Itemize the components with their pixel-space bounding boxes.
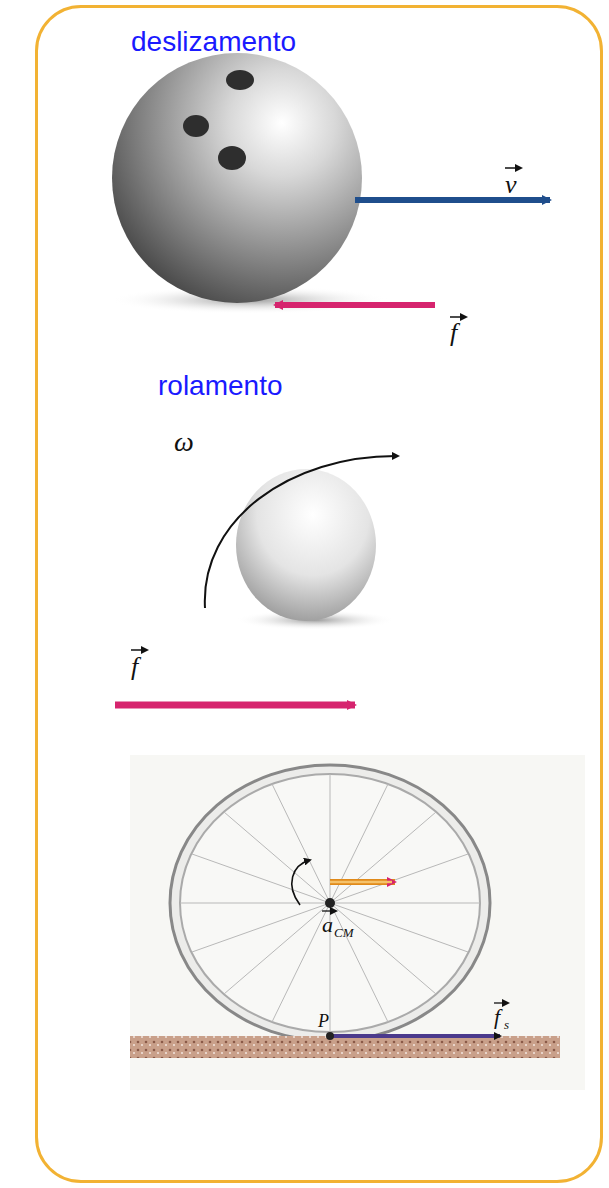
section-heading: rolamento	[158, 370, 283, 402]
vector-label: f	[131, 654, 138, 680]
vector-label: f	[450, 320, 457, 346]
angular-velocity-label: ω	[174, 428, 194, 456]
vector-label: v	[505, 172, 517, 198]
subscript: s	[504, 1018, 509, 1031]
section-heading: deslizamento	[131, 26, 296, 58]
vector-label: f	[494, 1006, 500, 1028]
vector-label: a	[322, 914, 333, 936]
point-label: P	[318, 1012, 329, 1030]
subscript: CM	[334, 926, 354, 939]
slide-panel: deslizamento rolamento	[35, 5, 603, 1183]
